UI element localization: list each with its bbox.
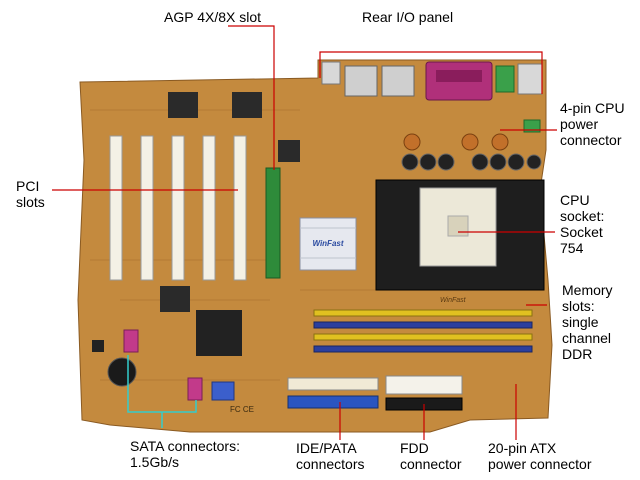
memory-slot — [313, 345, 533, 353]
usb-header — [211, 381, 235, 401]
southbridge-chip — [196, 310, 242, 356]
atx-power-connector — [385, 375, 463, 395]
socket-center — [447, 215, 469, 237]
chip — [168, 92, 198, 118]
ide-connector — [287, 395, 379, 409]
agp-slot — [265, 167, 281, 279]
agp-slot-label: AGP 4X/8X slot — [164, 9, 262, 25]
memory-slot — [313, 309, 533, 317]
pci-slot — [109, 135, 123, 281]
sata-connectors-label: SATA connectors: 1.5Gb/s — [130, 438, 240, 470]
memory-slot — [313, 333, 533, 341]
capacitor-group — [401, 153, 542, 171]
sata-connector — [187, 377, 203, 401]
pci-slot — [202, 135, 216, 281]
rear-io-label: Rear I/O panel — [362, 9, 454, 25]
certification-mark: FC CE — [230, 405, 254, 414]
pci-slot-group — [109, 135, 247, 281]
atx-power-label: 20-pin ATX power connector — [488, 440, 592, 472]
cpu-power-label: 4-pin CPU power connector — [560, 100, 625, 148]
pci-slot — [171, 135, 185, 281]
fdd-connector-label: FDD connector — [400, 440, 462, 472]
pci-slot — [140, 135, 154, 281]
leader-lines — [52, 25, 557, 440]
rear-io-ports — [321, 61, 543, 101]
audio-capacitor — [92, 340, 104, 352]
chip — [278, 140, 300, 162]
board-silkscreen-text: WinFast — [440, 297, 467, 304]
cpu-power-connector — [523, 119, 541, 133]
cmos-battery — [107, 357, 137, 387]
chip — [232, 92, 262, 118]
ide-connectors-label: IDE/PATA connectors — [296, 440, 365, 472]
chip — [160, 286, 190, 312]
ide-connector — [287, 377, 379, 391]
agp-leader-line — [228, 25, 275, 170]
pci-slots-label: PCI slots — [16, 178, 45, 210]
inductor-group — [403, 133, 509, 151]
sata-connector — [123, 329, 139, 353]
pci-slot — [233, 135, 247, 281]
memory-slot-group — [313, 309, 533, 353]
rear-io-leader-line — [319, 51, 543, 94]
cpu-socket-label: CPU socket: Socket 754 — [560, 192, 605, 256]
memory-slots-label: Memory slots: single channel DDR — [562, 282, 613, 362]
chipset-heatsink: WinFast — [299, 217, 357, 271]
memory-slot — [313, 321, 533, 329]
chipset-logo-text: WinFast — [312, 239, 343, 248]
